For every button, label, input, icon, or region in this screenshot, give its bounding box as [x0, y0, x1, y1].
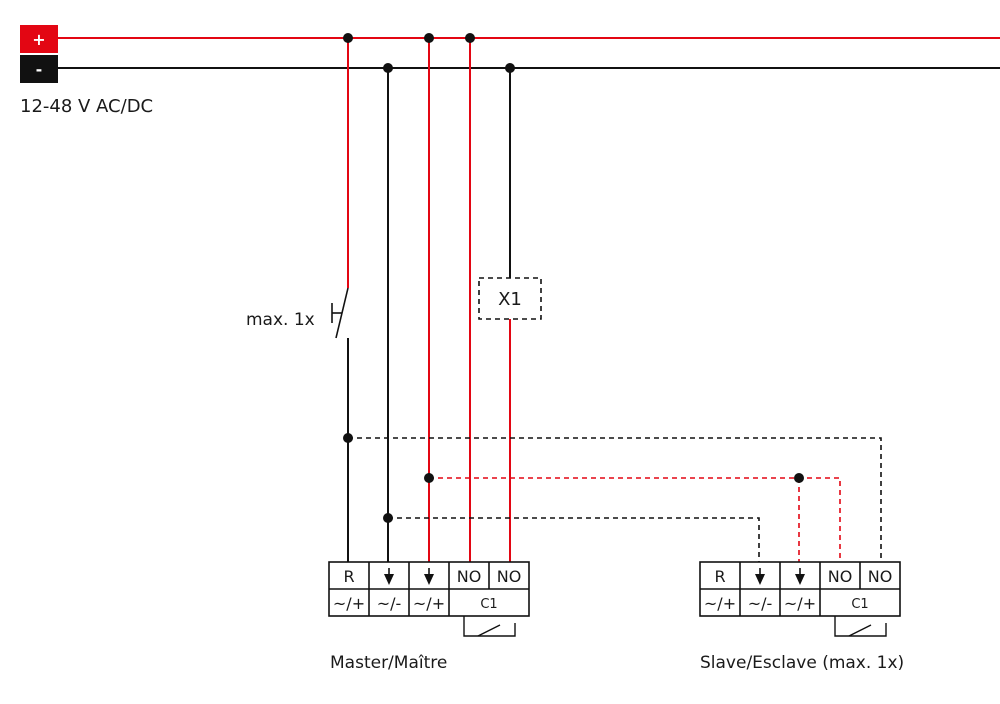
slave-terminal-no-1: NO [828, 567, 853, 586]
junction-dot [794, 473, 804, 483]
slave-terminal-c1: C1 [851, 597, 868, 612]
plus-sign: + [32, 30, 45, 49]
pushbutton-switch-icon [331, 287, 349, 339]
master-terminal-no-2: NO [497, 567, 522, 586]
slave-terminal-no-2: NO [868, 567, 893, 586]
dashed-plus-to-slave [429, 477, 841, 562]
slave-terminal-ac-plus: ~/+ [704, 594, 736, 613]
slave-terminal-ac-minus: ~/- [748, 594, 773, 613]
junction-dot [383, 513, 393, 523]
negative-terminal-badge: - [20, 55, 58, 83]
master-terminal-ac-plus: ~/+ [333, 594, 365, 613]
master-terminal-ac-plus-2: ~/+ [413, 594, 445, 613]
relay-contact-icon [463, 616, 516, 637]
supply-voltage-label: 12-48 V AC/DC [20, 96, 153, 117]
master-terminal-r: R [343, 567, 354, 586]
master-terminal-no-1: NO [457, 567, 482, 586]
slave-terminal-block: R NO NO ~/+ ~/- ~/+ C1 [699, 561, 901, 637]
load-x1: X1 [478, 277, 542, 320]
down-arrow-icon [424, 568, 434, 585]
pushbutton-label: max. 1x [246, 310, 315, 330]
load-label: X1 [498, 289, 522, 310]
junction-dot [343, 433, 353, 443]
slave-caption: Slave/Esclave (max. 1x) [700, 653, 904, 673]
down-arrow-icon [755, 568, 765, 585]
down-arrow-icon [795, 568, 805, 585]
junction-dot [424, 33, 434, 43]
down-arrow-icon [384, 568, 394, 585]
master-terminal-ac-minus: ~/- [377, 594, 402, 613]
minus-sign: - [36, 60, 43, 79]
master-terminal-block: R NO NO ~/+ ~/- ~/+ C1 [328, 561, 530, 637]
positive-terminal-badge: + [20, 25, 58, 53]
junction-dots [343, 33, 804, 523]
junction-dot [424, 473, 434, 483]
dashed-r-to-slave [348, 437, 882, 562]
junction-dot [383, 63, 393, 73]
slave-terminal-ac-plus-2: ~/+ [784, 594, 816, 613]
relay-contact-icon [834, 616, 887, 637]
junction-dot [465, 33, 475, 43]
master-terminal-c1: C1 [480, 597, 497, 612]
junction-dot [505, 63, 515, 73]
junction-dot [343, 33, 353, 43]
master-caption: Master/Maître [330, 653, 447, 673]
slave-terminal-r: R [714, 567, 725, 586]
dashed-minus-to-slave [388, 517, 760, 562]
